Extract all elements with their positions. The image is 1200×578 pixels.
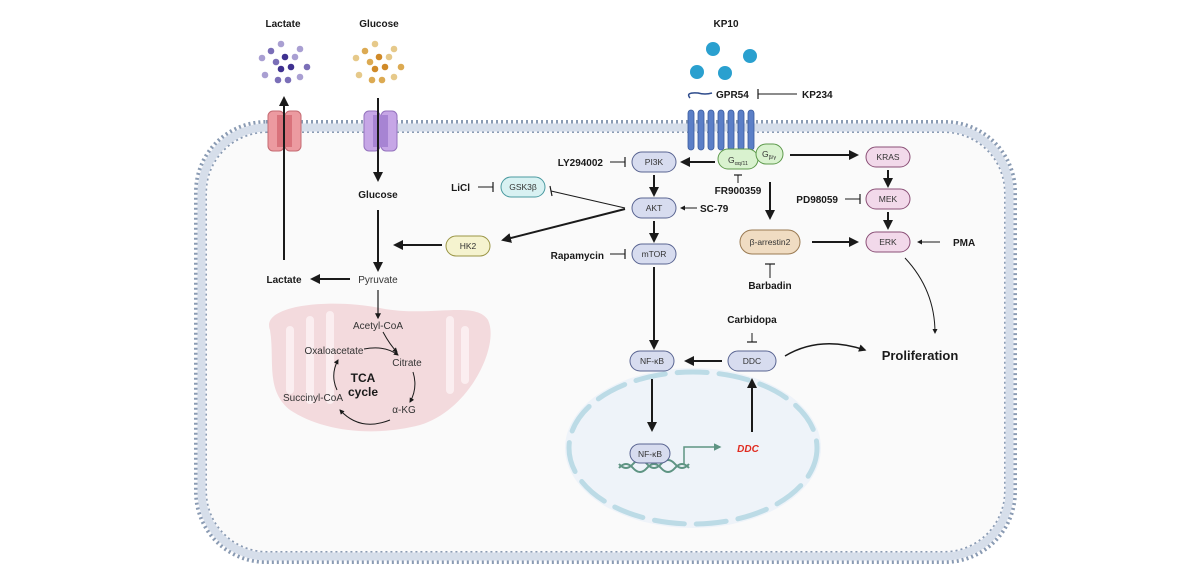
mitochondrion	[269, 303, 491, 432]
gsk3b-node: GSK3β	[500, 176, 546, 198]
svg-text:Gβ/γ: Gβ/γ	[762, 149, 776, 161]
svg-text:β-arrestin2: β-arrestin2	[750, 237, 791, 247]
sc79-label: SC-79	[700, 204, 729, 215]
pi3k-node: PI3K	[631, 151, 677, 173]
glucose-intracellular-label: Glucose	[358, 190, 398, 201]
kp10-label: KP10	[713, 19, 738, 30]
nucleus	[565, 368, 821, 528]
pd98059-label: PD98059	[796, 195, 838, 206]
kras-node: KRAS	[865, 146, 911, 168]
g-beta-gamma: Gβ/γ	[755, 143, 784, 165]
barbadin-label: Barbadin	[748, 281, 791, 292]
oxaloacetate-label: Oxaloacetate	[305, 346, 364, 357]
beta-arrestin2-node: β-arrestin2	[739, 229, 801, 255]
svg-text:MEK: MEK	[879, 194, 898, 204]
hk2-node: HK2	[445, 235, 491, 257]
alpha-kg-label: α-KG	[392, 405, 416, 416]
svg-text:ERK: ERK	[879, 237, 897, 247]
akt-node: AKT	[631, 197, 677, 219]
glucose-molecules	[352, 40, 405, 84]
transcription-start-arrow	[683, 443, 722, 465]
lactate-extracellular-label: Lactate	[265, 19, 300, 30]
lactate-molecules	[258, 40, 311, 84]
akt-inhibits-gsk3b	[550, 190, 626, 209]
nfkb-cytoplasmic-node: NF-κB	[629, 350, 675, 372]
akt-to-hk2-arrow	[501, 208, 626, 243]
glucose-extracellular-label: Glucose	[359, 19, 399, 30]
svg-text:mTOR: mTOR	[642, 249, 667, 259]
glucose-transporter-icon	[363, 110, 398, 152]
nfkb-nuclear-node: NF-κB	[629, 443, 671, 464]
rapamycin-label: Rapamycin	[551, 251, 604, 262]
tca-label-line1: TCA	[351, 371, 376, 385]
carbidopa-label: Carbidopa	[727, 315, 777, 326]
svg-text:AKT: AKT	[646, 203, 663, 213]
tca-label-line2: cycle	[348, 385, 378, 399]
fr900359-label: FR900359	[715, 186, 762, 197]
succinyl-coa-label: Succinyl-CoA	[283, 393, 343, 404]
gpr54-receptor-icon	[687, 92, 755, 151]
lactate-intracellular-label: Lactate	[266, 275, 301, 286]
kp234-label: KP234	[802, 90, 833, 101]
acetyl-coa-label: Acetyl-CoA	[353, 321, 403, 332]
mek-node: MEK	[865, 188, 911, 210]
erk-node: ERK	[865, 231, 911, 253]
tca-cycle-arrows	[333, 331, 416, 425]
citrate-label: Citrate	[392, 358, 422, 369]
proliferation-label: Proliferation	[882, 348, 959, 363]
svg-text:NF-κB: NF-κB	[640, 356, 664, 366]
svg-text:Gαq/11: Gαq/11	[728, 155, 748, 167]
ly294002-label: LY294002	[558, 158, 604, 169]
svg-text:KRAS: KRAS	[876, 152, 899, 162]
ddc-gene-label: DDC	[737, 444, 759, 455]
svg-text:PI3K: PI3K	[645, 157, 664, 167]
inhibition-bar	[549, 185, 553, 197]
mtor-node: mTOR	[631, 243, 677, 265]
erk-to-proliferation-arrow	[904, 257, 938, 334]
svg-text:HK2: HK2	[460, 241, 477, 251]
svg-text:NF-κB: NF-κB	[638, 449, 662, 459]
pma-label: PMA	[953, 238, 975, 249]
svg-text:GSK3β: GSK3β	[509, 182, 537, 192]
svg-text:DDC: DDC	[743, 356, 761, 366]
ddc-to-proliferation-arrow	[784, 343, 867, 357]
gpr54-label: GPR54	[716, 90, 749, 101]
ddc-protein-node: DDC	[727, 350, 777, 372]
dna-helix-icon	[618, 459, 690, 473]
kp10-molecules	[690, 42, 757, 80]
pyruvate-label: Pyruvate	[358, 275, 398, 286]
g-alpha-q11: Gαq/11	[717, 148, 759, 170]
licl-label: LiCl	[451, 183, 470, 194]
